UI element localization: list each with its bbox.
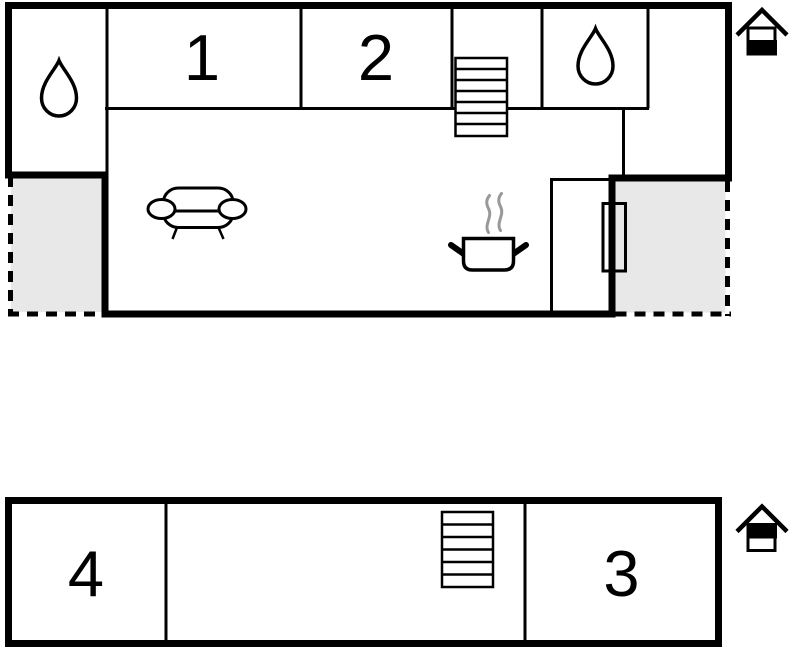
exterior-walls	[5, 2, 732, 318]
water-drop-icon	[39, 55, 79, 118]
sofa-legs	[171, 227, 225, 240]
stair-treads	[455, 67, 507, 126]
stairs-icon	[440, 510, 495, 589]
terrace-right	[615, 181, 731, 317]
sofa-icon	[146, 186, 248, 240]
house-filled-level	[746, 523, 777, 539]
floor-plan-bottom: 4 3	[5, 497, 789, 647]
interior-walls	[105, 5, 650, 314]
terrace-left	[8, 176, 105, 317]
house-level-indicator-lower-icon	[735, 6, 789, 56]
pot-body	[461, 236, 516, 272]
cooking-pot-icon	[448, 192, 529, 272]
terrace-area	[615, 181, 726, 313]
floor-plan-top: 1 2	[5, 2, 789, 318]
room-label-4: 4	[68, 537, 104, 610]
stairs-icon	[454, 56, 509, 138]
room-label-2: 2	[358, 21, 394, 94]
house-level-indicator-upper-icon	[735, 503, 789, 552]
house-roof	[735, 503, 789, 534]
sofa-armrest	[217, 198, 248, 220]
door	[601, 202, 627, 273]
exterior-walls	[5, 497, 722, 647]
room-label-3: 3	[603, 537, 639, 610]
house-roof	[735, 6, 789, 37]
interior-walls	[164, 504, 527, 640]
sofa-armrest	[146, 198, 177, 220]
room-label-1: 1	[184, 21, 220, 94]
stair-treads	[442, 523, 493, 576]
water-drop-icon	[576, 23, 615, 86]
terrace-area	[11, 177, 104, 312]
steam-icon	[497, 192, 504, 232]
steam-icon	[485, 194, 492, 234]
house-filled-level	[746, 40, 777, 56]
